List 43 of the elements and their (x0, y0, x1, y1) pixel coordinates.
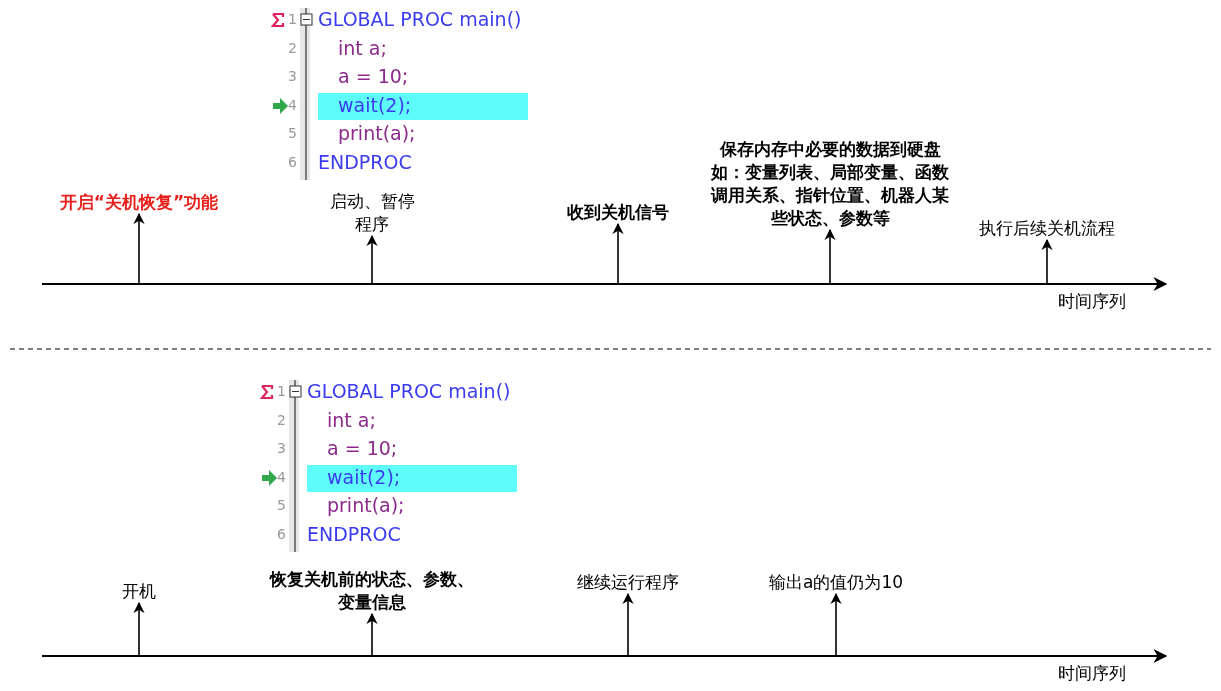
line-number: 1 (288, 11, 297, 27)
code-line: GLOBAL PROC main() (318, 8, 522, 30)
line-number: 3 (277, 440, 286, 457)
line-number: 4 (277, 468, 286, 485)
timeline-event-text: 执行后续关机流程 (947, 217, 1147, 240)
code-line: a = 10; (338, 65, 409, 88)
line-number: 6 (288, 154, 297, 170)
code-line: print(a); (327, 494, 405, 517)
arrow (1041, 238, 1053, 284)
code-line: print(a); (338, 122, 416, 145)
timeline-event-text: 保存内存中必要的数据到硬盘 如：变量列表、局部变量、函数调用关系、指针位置、机器人某些状态、参数等 (710, 138, 950, 230)
timeline-event-text: 开启“关机恢复”功能 (9, 191, 269, 214)
timeline-event-text: 启动、暂停程序 (322, 190, 422, 236)
code-line: int a; (327, 408, 376, 431)
code-line: GLOBAL PROC main() (307, 380, 511, 402)
arrow (366, 234, 378, 284)
arrow (824, 228, 836, 284)
code-line: ENDPROC (307, 523, 401, 545)
line-number: 2 (277, 411, 286, 428)
arrow (622, 592, 634, 656)
code-line: wait(2); (327, 465, 401, 488)
code-line: int a; (338, 36, 387, 59)
timeline-event-text: 恢复关机前的状态、参数、变量信息 (267, 568, 477, 614)
timeline-event-text: 输出a的值仍为10 (736, 571, 936, 594)
arrow (133, 601, 145, 656)
arrow (830, 592, 842, 656)
code-line: ENDPROC (318, 151, 412, 173)
line-number: 6 (277, 526, 286, 542)
code-line: a = 10; (327, 437, 398, 460)
code-line: wait(2); (338, 93, 412, 116)
line-number: 3 (288, 68, 297, 85)
line-number: 5 (288, 125, 297, 142)
timeline-event-text: 开机 (89, 580, 189, 603)
axis-label: 时间序列 (1058, 662, 1126, 685)
arrow (366, 612, 378, 656)
arrow (612, 222, 624, 284)
arrow (133, 212, 145, 284)
line-number: 5 (277, 497, 286, 514)
line-number: 2 (288, 39, 297, 56)
axis-label: 时间序列 (1058, 290, 1126, 313)
line-number: 1 (277, 383, 286, 399)
line-number: 4 (288, 96, 297, 113)
timeline-event-text: 继续运行程序 (528, 571, 728, 594)
